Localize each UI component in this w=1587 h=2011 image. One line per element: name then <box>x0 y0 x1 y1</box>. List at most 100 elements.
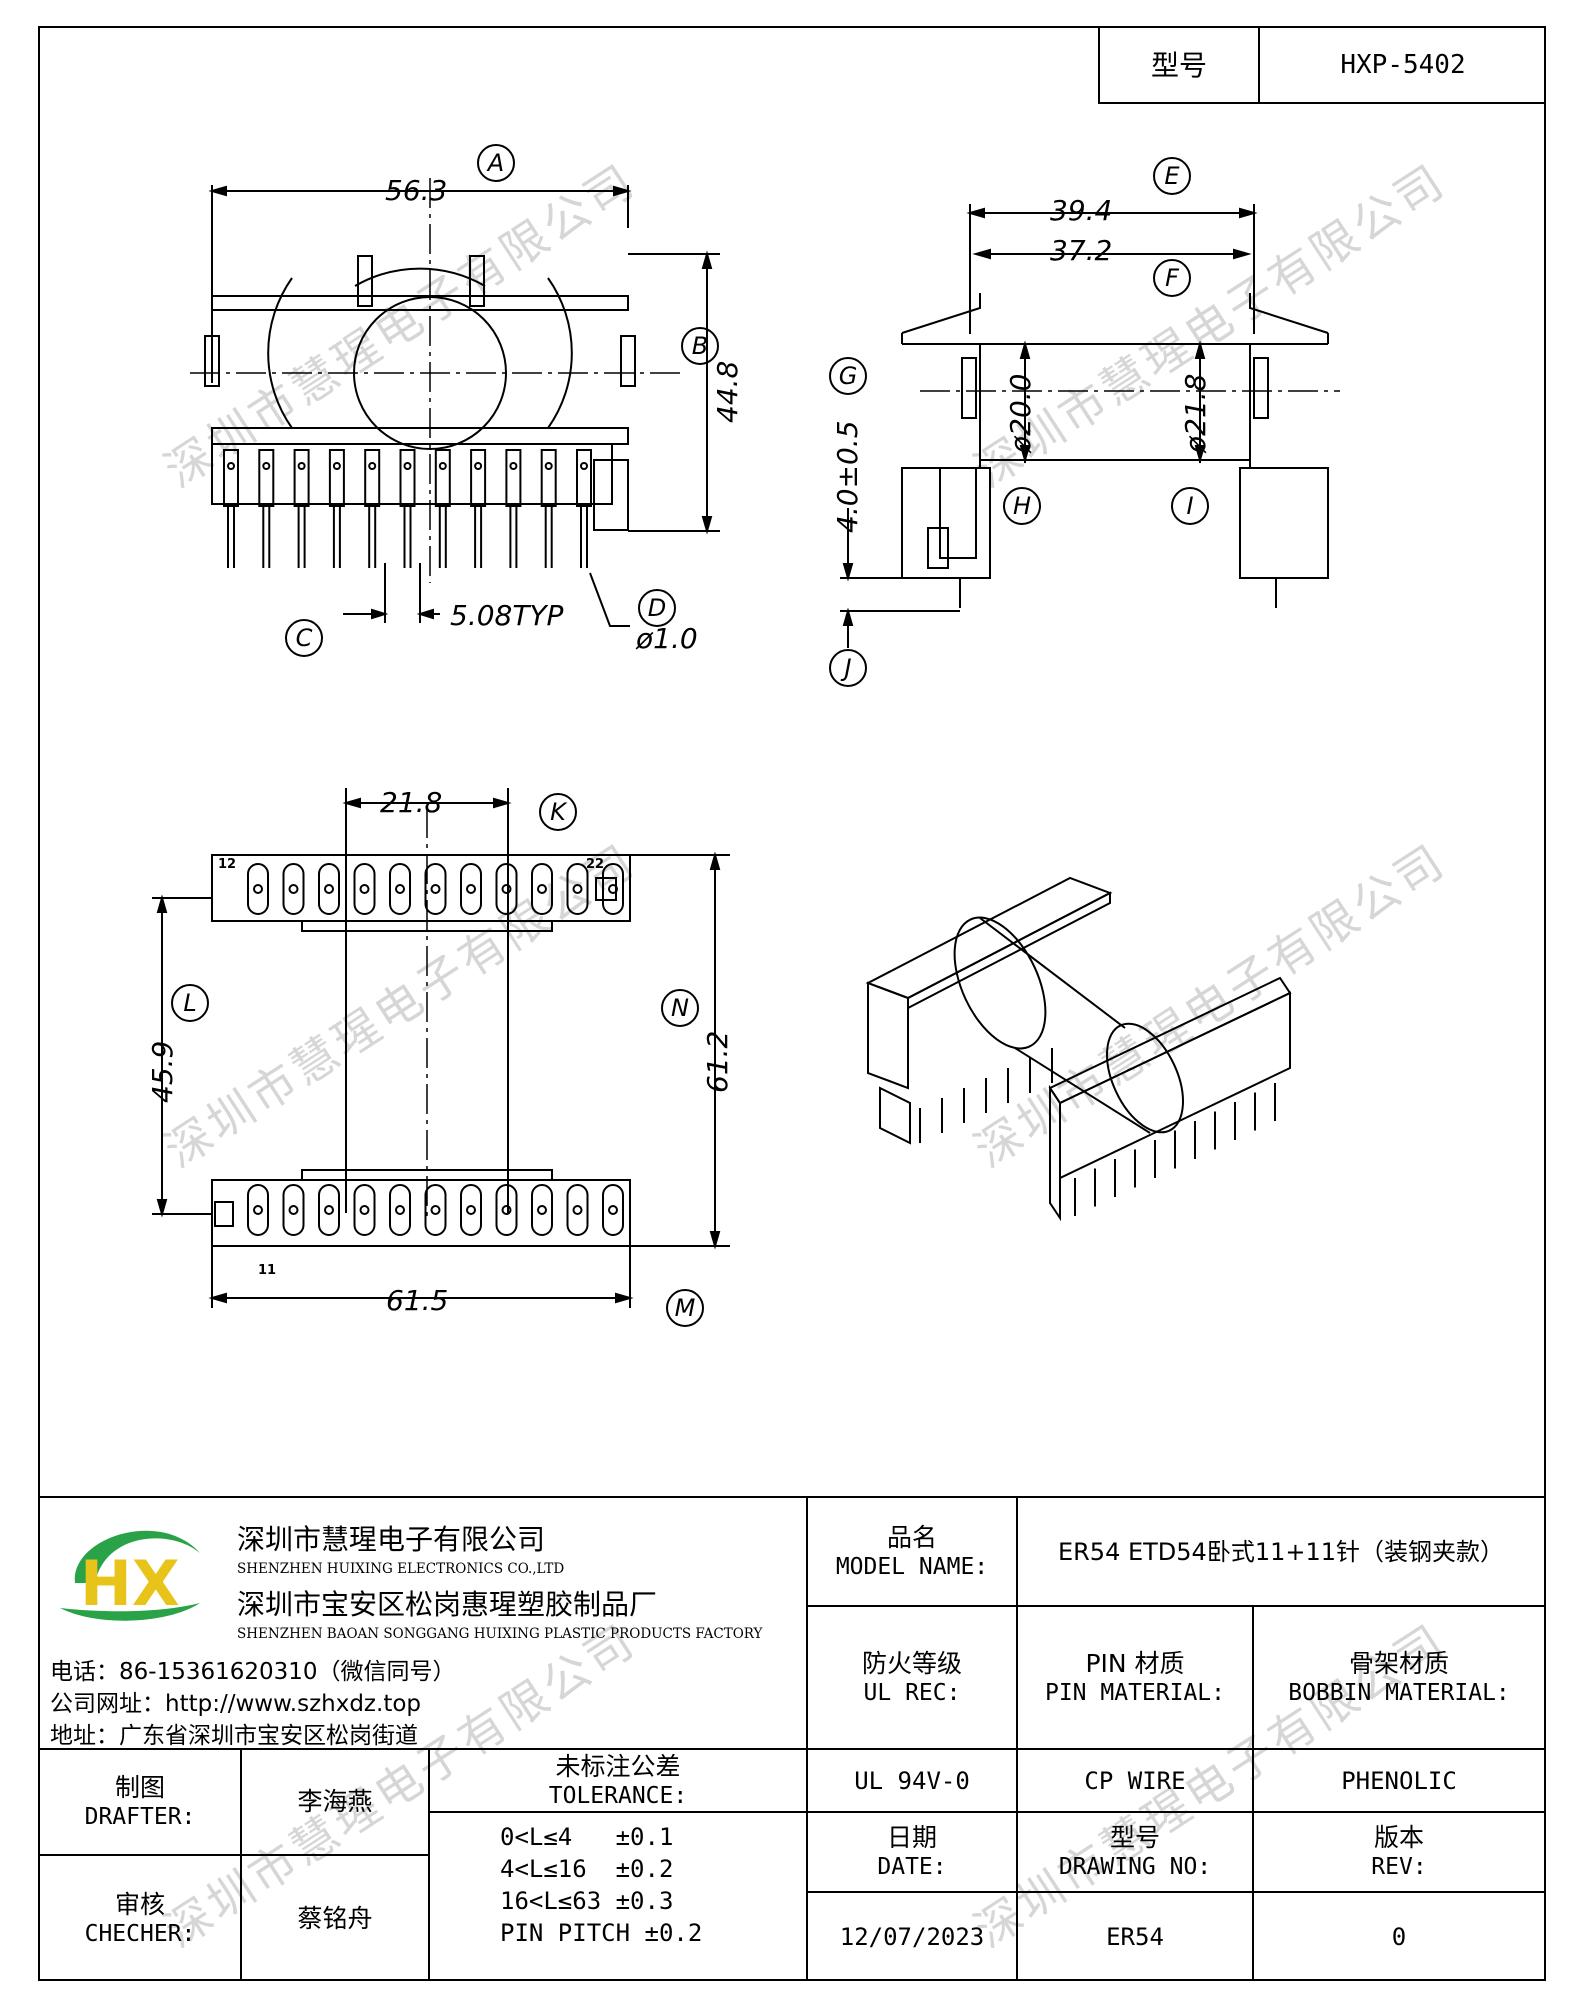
svg-text:B: B <box>692 332 708 360</box>
date-label-zh: 日期 <box>886 1823 937 1852</box>
dim-label-e: E <box>1153 157 1191 195</box>
company-address: 地址：广东省深圳市宝安区松岗街道 <box>50 1723 418 1749</box>
tolerance-label: 未标注公差 TOLERANCE: <box>430 1750 806 1811</box>
pin <box>576 449 592 568</box>
side-view <box>840 204 1340 648</box>
pin-material-label-en: PIN MATERIAL: <box>1044 1679 1225 1706</box>
pin <box>223 449 239 568</box>
dim-a-value: 56.3 <box>385 174 447 207</box>
ul-rec-value: UL 94V-0 <box>854 1766 970 1795</box>
svg-text:M: M <box>675 1294 696 1322</box>
drawing-no-value: ER54 <box>1106 1923 1164 1951</box>
bobbin-material-label: 骨架材质 BOBBIN MATERIAL: <box>1254 1607 1544 1748</box>
dim-d-value: ø1.0 <box>635 622 698 655</box>
bottom-view <box>152 788 730 1308</box>
front-view-pins <box>223 449 592 568</box>
dim-k-value: 21.8 <box>380 786 442 819</box>
dim-label-b: B <box>681 327 719 365</box>
dim-label-k: K <box>539 793 577 831</box>
svg-text:D: D <box>648 594 666 622</box>
dim-n-value: 61.2 <box>701 1031 734 1093</box>
pin-pad <box>389 863 411 915</box>
dim-c-value: 5.08TYP <box>450 599 564 632</box>
svg-text:K: K <box>550 798 568 826</box>
dim-i-value: ø21.8 <box>1179 374 1212 454</box>
drawing-no-label-zh: 型号 <box>1109 1823 1160 1852</box>
dim-label-f: F <box>1153 259 1191 297</box>
rev-value: 0 <box>1391 1923 1407 1951</box>
pin-material-value: CP WIRE <box>1084 1766 1186 1795</box>
tolerance-line: 0<L≤4 ±0.1 <box>500 1823 674 1851</box>
pin-pad <box>602 863 624 915</box>
pin-pad <box>460 863 482 915</box>
dim-label-g: G <box>829 357 867 395</box>
drawing-no-label-en: DRAWING NO: <box>1058 1854 1212 1881</box>
svg-text:N: N <box>671 994 689 1022</box>
front-view <box>190 178 720 627</box>
pin-pad <box>460 1184 482 1236</box>
dim-f-value: 37.2 <box>1050 234 1112 267</box>
pin-material-label: PIN 材质 PIN MATERIAL: <box>1018 1607 1252 1748</box>
pin-pad <box>495 863 518 915</box>
pin <box>328 449 345 568</box>
pin-pad <box>566 863 589 915</box>
pin-pad <box>282 863 305 915</box>
dim-label-i: I <box>1171 487 1209 525</box>
pin-pad <box>424 1184 447 1236</box>
svg-text:G: G <box>839 362 858 390</box>
model-name-label: 品名 MODEL NAME: <box>808 1498 1016 1605</box>
ul-rec-label-en: UL REC: <box>863 1679 961 1706</box>
isometric-view-pins <box>919 1048 1276 1216</box>
svg-text:C: C <box>296 624 313 652</box>
isometric-view <box>865 876 1292 1222</box>
tolerance-label-zh: 未标注公差 <box>555 1751 681 1781</box>
rev-label-en: REV: <box>1371 1854 1427 1881</box>
drafter-label: 制图 DRAFTER: <box>40 1750 240 1854</box>
pin <box>505 449 522 568</box>
pin <box>364 449 381 568</box>
company-logo: HX <box>60 1530 200 1621</box>
header-model-value: HXP-5402 <box>1340 49 1466 80</box>
pin-pad <box>282 1184 305 1236</box>
pin-pad <box>247 863 269 915</box>
pin-pad <box>566 1184 589 1236</box>
logo-swoosh-lower-icon <box>60 1603 200 1621</box>
model-name-label-zh: 品名 <box>886 1522 937 1552</box>
checker-label-zh: 审核 <box>114 1889 165 1919</box>
pin-number-12: 12 <box>218 857 236 872</box>
pin-pad <box>353 863 376 915</box>
dim-label-j: J <box>829 649 867 687</box>
tolerance-table: 0<L≤4 ±0.1 4<L≤16 ±0.2 16<L≤63 ±0.3 PIN … <box>500 1821 702 1949</box>
pin-number-22: 22 <box>586 857 604 872</box>
svg-text:L: L <box>183 989 196 1017</box>
svg-text:J: J <box>840 654 851 682</box>
dim-label-m: M <box>666 1289 704 1327</box>
pin <box>258 449 275 568</box>
pin-pad <box>531 863 553 915</box>
pin-pad <box>424 863 447 915</box>
svg-text:H: H <box>1013 492 1031 520</box>
dim-e-value: 39.4 <box>1050 194 1112 227</box>
pin-pad <box>318 1184 340 1236</box>
tolerance-line: PIN PITCH ±0.2 <box>500 1919 703 1947</box>
pin-pad <box>247 1184 269 1236</box>
bobbin-material-label-zh: 骨架材质 <box>1348 1648 1449 1678</box>
ul-rec-label: 防火等级 UL REC: <box>808 1607 1016 1748</box>
company-phone: 电话：86-15361620310（微信同号） <box>50 1659 456 1685</box>
pin <box>434 449 451 568</box>
factory-name-en: SHENZHEN BAOAN SONGGANG HUIXING PLASTIC … <box>237 1626 763 1642</box>
pin-pad <box>353 1184 376 1236</box>
dim-g-value: 4.0±0.5 <box>831 420 864 533</box>
logo-text: HX <box>80 1547 180 1620</box>
pin-pad <box>318 863 340 915</box>
dim-label-c: C <box>285 619 323 657</box>
dim-label-l: L <box>171 984 209 1022</box>
pin-material-label-zh: PIN 材质 <box>1085 1648 1185 1678</box>
pin-pad <box>495 1184 518 1236</box>
model-name-label-en: MODEL NAME: <box>835 1553 989 1580</box>
svg-text:I: I <box>1186 492 1193 520</box>
drawing-sheet: 型号 HXP-5402 <box>38 26 1546 1981</box>
pin-pad <box>389 1184 411 1236</box>
dim-m-value: 61.5 <box>386 1284 448 1317</box>
date-label: 日期 DATE: <box>808 1813 1016 1891</box>
